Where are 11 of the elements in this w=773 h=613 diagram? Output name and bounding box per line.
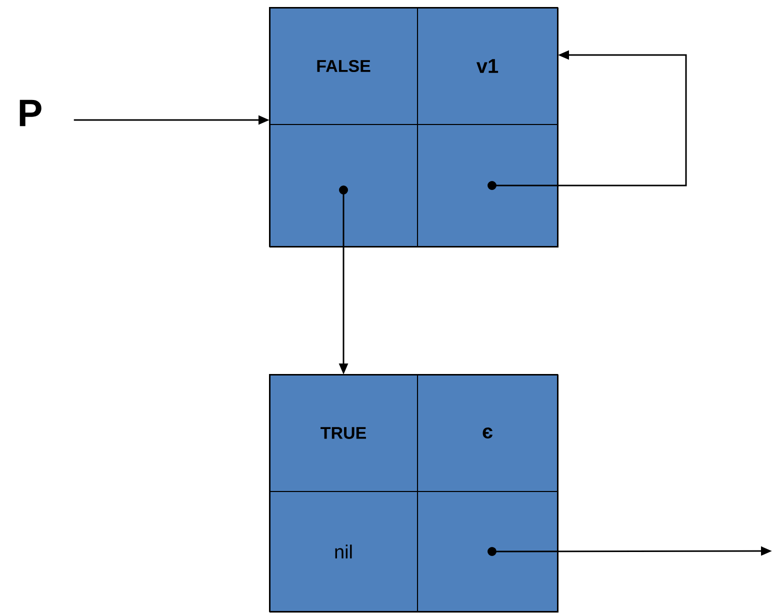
record-box: [270, 374, 558, 612]
cell-box: v1: [417, 7, 558, 125]
pointer-label: P: [20, 100, 42, 126]
cell-box: є: [417, 374, 558, 492]
record-box: [270, 8, 558, 248]
cell-box: [269, 124, 418, 247]
cell-box: TRUE: [269, 374, 418, 492]
cell-box: FALSE: [269, 7, 418, 125]
cell-box: nil: [269, 491, 418, 612]
cell-box: [417, 124, 558, 247]
cell-box: [417, 491, 558, 612]
